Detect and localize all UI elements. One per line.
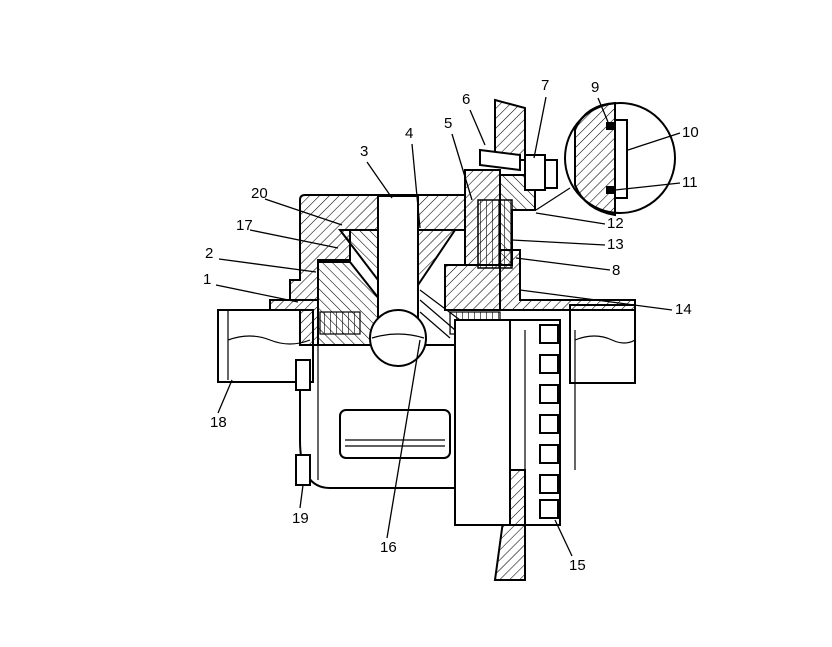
left-side-gear [317, 261, 381, 346]
detail-inset [535, 101, 676, 217]
leader-lines [215, 96, 681, 557]
callout-1: 1 [203, 271, 211, 288]
clutch-pack [464, 169, 536, 269]
callout-7: 7 [541, 77, 549, 94]
callout-20: 20 [251, 185, 268, 202]
callout-12: 12 [607, 215, 624, 232]
callout-11: 11 [682, 174, 698, 191]
left-axle-shaft [217, 309, 314, 383]
callout-13: 13 [607, 236, 624, 253]
callout-4: 4 [405, 125, 413, 142]
pinion-gears [337, 229, 461, 339]
ring-gear-bolts [524, 324, 576, 520]
callout-8: 8 [612, 262, 620, 279]
right-axle-shaft [569, 304, 636, 384]
cross-shaft [369, 195, 427, 367]
callout-labels: 1 2 3 4 5 6 7 8 9 10 11 12 13 14 15 16 1… [203, 77, 699, 574]
callout-19: 19 [292, 510, 309, 527]
callout-18: 18 [210, 414, 227, 431]
callout-10: 10 [682, 124, 699, 141]
callout-14: 14 [675, 301, 692, 318]
callout-5: 5 [444, 115, 452, 132]
callout-6: 6 [462, 91, 470, 108]
callout-17: 17 [236, 217, 253, 234]
case-bolts [295, 359, 311, 486]
differential-case [299, 344, 456, 489]
callout-9: 9 [591, 79, 599, 96]
ring-gear-upper [479, 98, 558, 191]
callout-15: 15 [569, 557, 586, 574]
callout-16: 16 [380, 539, 397, 556]
callout-2: 2 [205, 245, 213, 262]
callout-3: 3 [360, 143, 368, 160]
